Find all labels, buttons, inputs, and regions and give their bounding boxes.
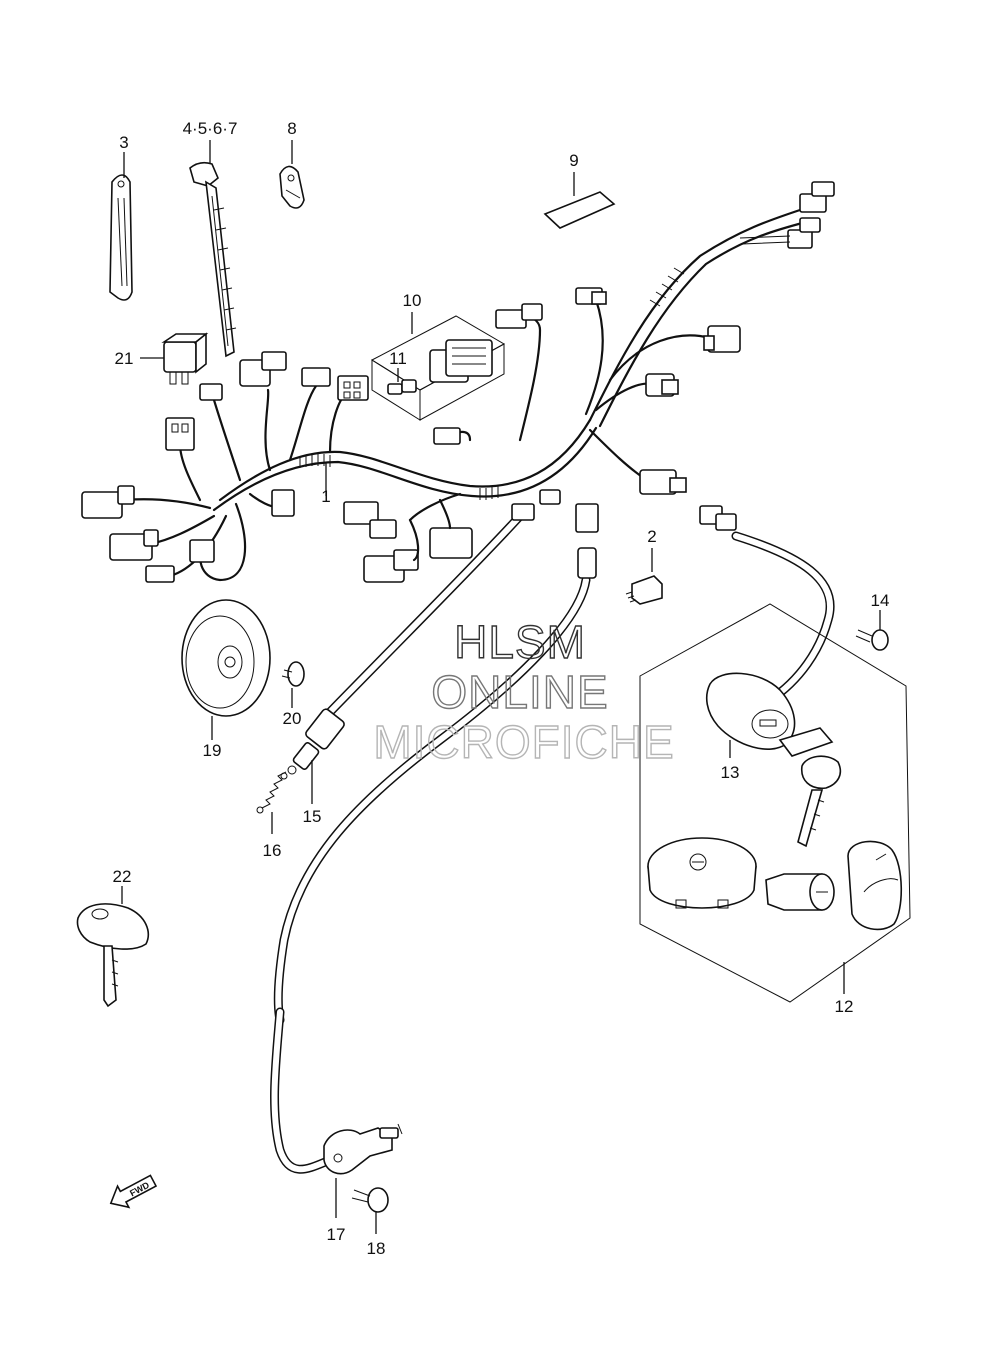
part-18-screw[interactable] [351,1187,389,1213]
callout-10: 10 [403,291,422,310]
part-10-fuse-box[interactable] [429,339,493,383]
part-15-brake-switch[interactable] [287,708,346,775]
part-20-bolt[interactable] [281,661,305,687]
part-12-lock-cylinder[interactable] [765,873,835,911]
part-9-label[interactable] [543,191,616,229]
cable-connector[interactable] [575,503,599,533]
callout-11: 11 [389,349,407,368]
part-2-connector[interactable] [625,575,663,605]
watermark-line-1: HLSM [454,616,586,668]
callout-13: 13 [721,763,740,782]
part-21-relay[interactable] [161,332,209,385]
part-17-brake-switch[interactable] [323,1123,403,1175]
callout-20: 20 [283,709,302,728]
callout-1: 1 [321,487,330,506]
ignition-cable-connector[interactable] [715,513,737,531]
callout-9: 9 [569,151,578,170]
callout-19: 19 [203,741,222,760]
watermark-line-2: ONLINE [431,666,608,718]
fwd-direction-arrow: FWD [109,1174,158,1209]
cable-connector[interactable] [511,503,535,521]
part-12-lock-set-outline [639,603,911,1003]
part-1-wiring-harness[interactable] [81,181,835,583]
callout-2: 2 [647,527,656,546]
callout-16: 16 [263,841,282,860]
callout-18: 18 [367,1239,386,1258]
watermark-line-3: MICROFICHE [373,716,674,768]
part-19-horn[interactable] [181,599,271,717]
callout-17: 17 [327,1225,346,1244]
part-12-lock-cover[interactable] [847,840,903,931]
callout-4567: 4·5·6·7 [183,119,238,138]
callout-15: 15 [303,807,322,826]
callout-3: 3 [119,133,128,152]
part-22-key[interactable] [76,903,150,1008]
part-12-fuel-cap[interactable] [647,837,757,909]
part-13-ignition-switch[interactable] [705,672,842,848]
cable-connector[interactable] [577,547,597,579]
watermark: HLSM ONLINE MICROFICHE [373,615,675,768]
part-4-7-cable-band[interactable] [189,161,237,358]
callout-21: 21 [115,349,134,368]
callout-14: 14 [871,591,890,610]
part-11-fuse[interactable] [387,379,417,395]
part-16-spring[interactable] [256,771,288,814]
cable-connector[interactable] [539,489,561,505]
callout-12: 12 [835,997,854,1016]
part-8-clamp[interactable] [279,165,305,209]
part-14-screw[interactable] [855,629,889,651]
part-3-clamp-strap[interactable] [109,174,133,301]
callout-22: 22 [113,867,132,886]
callout-8: 8 [287,119,296,138]
